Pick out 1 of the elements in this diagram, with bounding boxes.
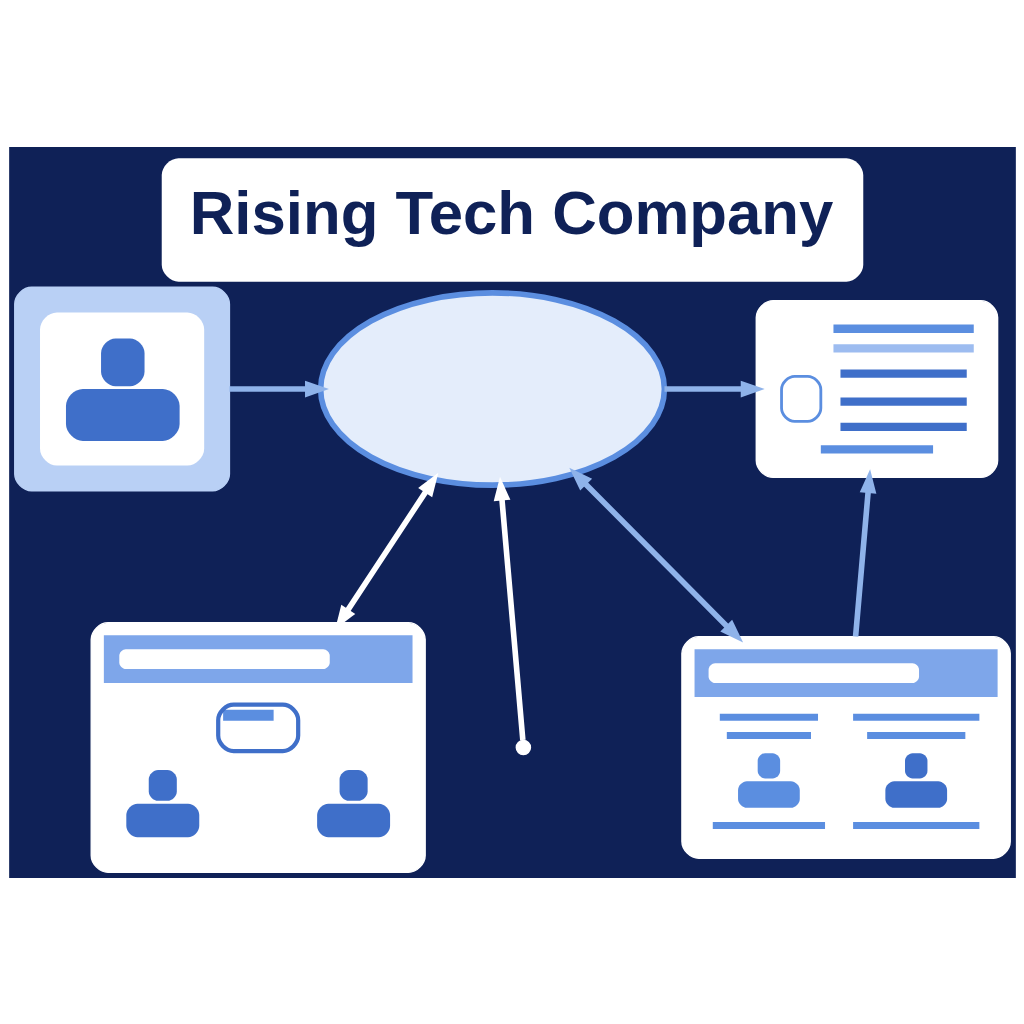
diagram-title: Rising Tech Company xyxy=(189,177,833,247)
